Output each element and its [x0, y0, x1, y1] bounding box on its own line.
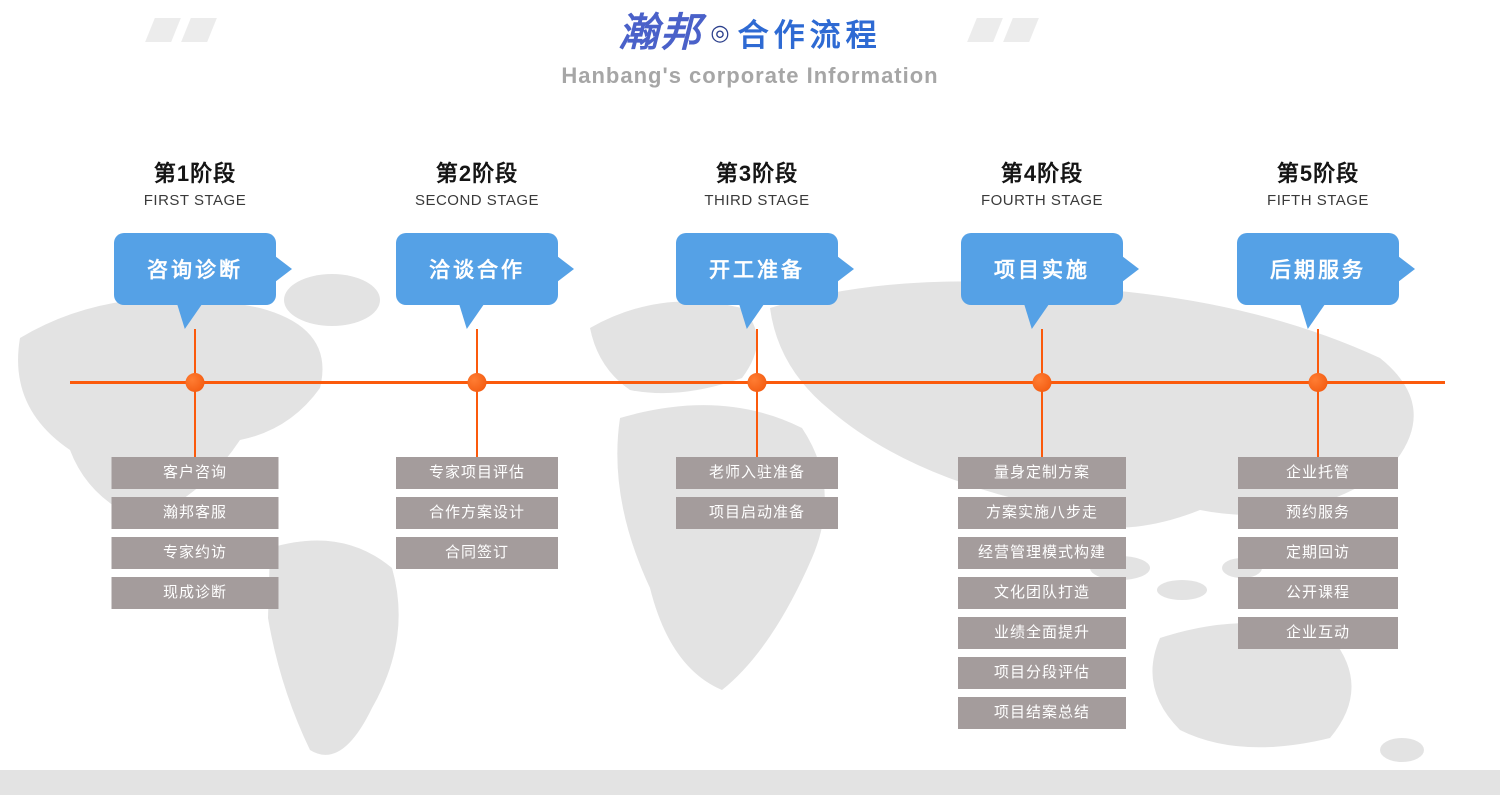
stage-label: 第2阶段	[435, 161, 519, 186]
stage-label-en: FOURTH STAGE	[980, 192, 1104, 209]
list-item: 合同签订	[396, 537, 558, 569]
stage-label-en: FIRST STAGE	[143, 192, 247, 209]
timeline-node-icon	[1308, 373, 1328, 392]
stage-bubble: 后期服务	[1237, 233, 1399, 305]
list-item: 业绩全面提升	[958, 617, 1126, 649]
list-item: 专家项目评估	[396, 457, 558, 489]
stage-bubble: 洽谈合作	[396, 233, 558, 305]
list-item: 客户咨询	[111, 457, 279, 489]
list-item: 方案实施八步走	[958, 497, 1126, 529]
timeline-connector	[1041, 329, 1043, 457]
list-item: 公开课程	[1238, 577, 1398, 609]
stage-items-4: 量身定制方案方案实施八步走经营管理模式构建文化团队打造业绩全面提升项目分段评估项…	[958, 457, 1126, 729]
timeline-connector	[476, 329, 478, 457]
timeline-node-icon	[467, 373, 487, 392]
stage-column-4: 第4阶段 FOURTH STAGE 项目实施	[917, 160, 1167, 305]
list-item: 老师入驻准备	[676, 457, 838, 489]
stage-items-3: 老师入驻准备项目启动准备	[676, 457, 838, 529]
stage-column-5: 第5阶段 FIFTH STAGE 后期服务	[1193, 160, 1443, 305]
stage-bubble: 开工准备	[676, 233, 838, 305]
timeline-node-icon	[185, 373, 205, 392]
stage-label: 第5阶段	[1276, 161, 1360, 186]
page-title: 合作流程	[737, 18, 882, 53]
list-item: 企业互动	[1238, 617, 1398, 649]
timeline-connector	[756, 329, 758, 457]
list-item: 文化团队打造	[958, 577, 1126, 609]
list-item: 项目结案总结	[958, 697, 1126, 729]
list-item: 量身定制方案	[958, 457, 1126, 489]
timeline-connector	[1317, 329, 1319, 457]
page-subtitle: Hanbang's corporate Information	[561, 63, 939, 88]
stage-items-1: 客户咨询瀚邦客服专家约访现成诊断	[111, 457, 279, 609]
list-item: 项目分段评估	[958, 657, 1126, 689]
list-item: 合作方案设计	[396, 497, 558, 529]
timeline-node-icon	[1032, 373, 1052, 392]
stage-bubble: 咨询诊断	[114, 233, 276, 305]
stage-column-1: 第1阶段 FIRST STAGE 咨询诊断	[70, 160, 320, 305]
stage-items-5: 企业托管预约服务定期回访公开课程企业互动	[1238, 457, 1398, 649]
stage-items-2: 专家项目评估合作方案设计合同签订	[396, 457, 558, 569]
list-item: 现成诊断	[111, 577, 279, 609]
stage-label-en: FIFTH STAGE	[1267, 192, 1369, 209]
list-item: 项目启动准备	[676, 497, 838, 529]
stage-label-en: THIRD STAGE	[704, 192, 810, 209]
stage-bubble: 项目实施	[961, 233, 1123, 305]
list-item: 预约服务	[1238, 497, 1398, 529]
brand-logo: 瀚邦	[618, 8, 703, 56]
list-item: 定期回访	[1238, 537, 1398, 569]
list-item: 企业托管	[1238, 457, 1398, 489]
list-item: 专家约访	[111, 537, 279, 569]
stage-column-3: 第3阶段 THIRD STAGE 开工准备	[632, 160, 882, 305]
title-line: 瀚邦 ◎ 合作流程	[0, 10, 1500, 55]
header: 瀚邦 ◎ 合作流程 Hanbang's corporate Informatio…	[0, 10, 1500, 89]
stage-column-2: 第2阶段 SECOND STAGE 洽谈合作	[352, 160, 602, 305]
list-item: 瀚邦客服	[111, 497, 279, 529]
stage-label-en: SECOND STAGE	[414, 192, 540, 209]
stage-label: 第4阶段	[1000, 161, 1084, 186]
timeline-node-icon	[747, 373, 767, 392]
stage-label: 第1阶段	[153, 161, 237, 186]
timeline-connector	[194, 329, 196, 457]
list-item: 经营管理模式构建	[958, 537, 1126, 569]
stage-label: 第3阶段	[715, 161, 799, 186]
logo-mark-icon: ◎	[710, 19, 730, 45]
